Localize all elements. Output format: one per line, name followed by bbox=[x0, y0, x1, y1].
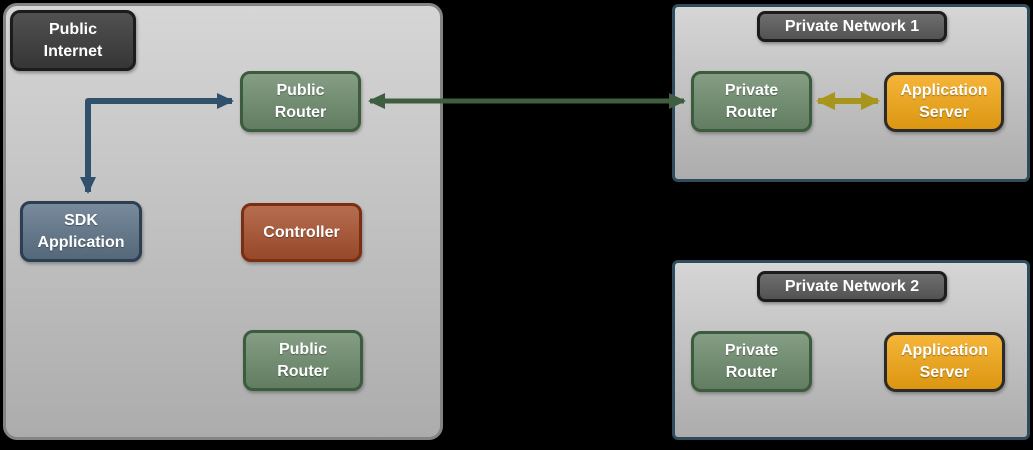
sdk-application-node: SDK Application bbox=[20, 201, 142, 262]
private-network-2-label: Private Network 2 bbox=[784, 277, 920, 295]
public-router-bottom-node: Public Router bbox=[243, 330, 363, 391]
private-router-1-label: Private Router bbox=[724, 81, 779, 121]
application-server-2-label: Application Server bbox=[900, 342, 989, 381]
public-internet-zone: Public Internet Public Router SDK Applic… bbox=[3, 3, 443, 440]
controller-node: Controller bbox=[241, 203, 362, 262]
private-network-1-label: Private Network 1 bbox=[784, 17, 920, 35]
private-router-1-node: Private Router bbox=[691, 71, 812, 132]
sdk-application-label: SDK Application bbox=[37, 211, 125, 251]
application-server-2-node: Application Server bbox=[884, 332, 1005, 392]
private-network-2-zone: Private Network 2 Private Router Applica… bbox=[672, 260, 1030, 440]
private-network-2-badge: Private Network 2 bbox=[757, 271, 947, 302]
controller-label: Controller bbox=[263, 223, 340, 241]
private-network-1-badge: Private Network 1 bbox=[757, 11, 947, 42]
private-router-2-node: Private Router bbox=[691, 331, 812, 392]
public-internet-badge: Public Internet bbox=[10, 10, 136, 71]
application-server-1-node: Application Server bbox=[884, 72, 1004, 132]
public-internet-label: Public Internet bbox=[43, 20, 103, 60]
public-router-bottom-label: Public Router bbox=[277, 340, 329, 380]
private-router-2-label: Private Router bbox=[724, 341, 779, 381]
private-network-1-zone: Private Network 1 Private Router Applica… bbox=[672, 4, 1030, 182]
public-router-top-node: Public Router bbox=[240, 71, 361, 132]
application-server-1-label: Application Server bbox=[900, 82, 988, 121]
public-router-top-label: Public Router bbox=[274, 81, 327, 121]
